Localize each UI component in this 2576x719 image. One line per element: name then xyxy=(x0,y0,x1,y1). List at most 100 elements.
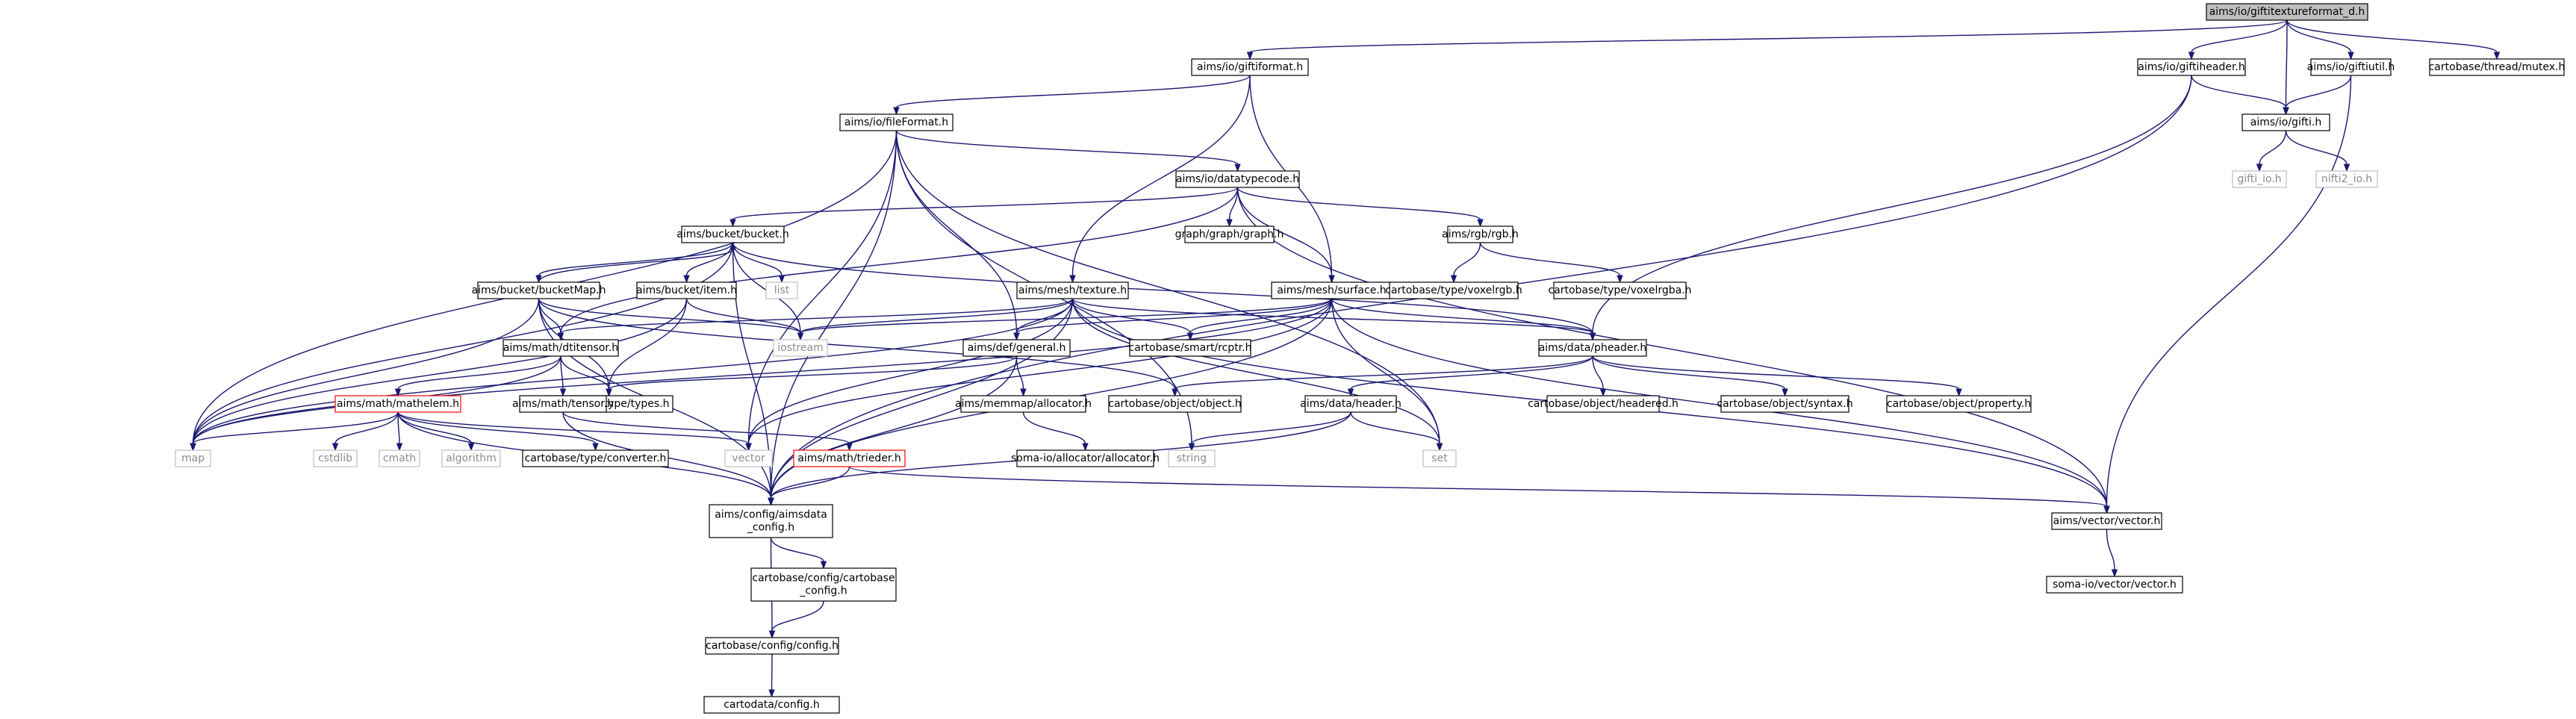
node-label: iostream xyxy=(777,342,824,354)
node-algorithm[interactable]: algorithm xyxy=(441,449,501,467)
node-voxelrgba[interactable]: cartobase/type/voxelrgba.h xyxy=(1548,281,1692,299)
node-label: aims/io/datatypecode.h xyxy=(1176,173,1299,185)
node-box xyxy=(1191,58,1309,76)
edge-pheader-to-syntax xyxy=(1592,355,1788,397)
node-vector-std[interactable]: vector xyxy=(724,449,773,467)
node-box xyxy=(1389,281,1519,299)
node-texture[interactable]: aims/mesh/texture.h xyxy=(1016,281,1129,299)
node-cartodata-config[interactable]: cartodata/config.h xyxy=(703,696,840,714)
edge-dtitensor-to-tensor xyxy=(559,355,567,397)
node-syntax[interactable]: cartobase/object/syntax.h xyxy=(1717,395,1853,413)
node-label: cartobase/config/cartobase xyxy=(752,573,895,585)
node-tensor[interactable]: aims/math/tensor.h xyxy=(512,395,614,413)
node-bucket[interactable]: aims/bucket/bucket.h xyxy=(676,225,789,243)
node-box xyxy=(1553,281,1687,299)
node-label: cmath xyxy=(383,452,416,464)
node-box xyxy=(1184,225,1275,243)
node-gifti-io[interactable]: gifti_io.h xyxy=(2232,170,2287,188)
node-giftiutil[interactable]: aims/io/giftiutil.h xyxy=(2307,58,2395,76)
node-property[interactable]: cartobase/object/property.h xyxy=(1886,395,2032,413)
node-box xyxy=(1538,339,1647,357)
node-voxelrgb[interactable]: cartobase/type/voxelrgb.h xyxy=(1385,281,1522,299)
edge-giftitextureformat-d-to-giftiformat xyxy=(1246,19,2288,60)
node-trieder[interactable]: aims/math/trieder.h xyxy=(793,449,906,467)
edge-rgb-to-voxelrgb xyxy=(1450,242,1481,284)
node-converter[interactable]: cartobase/type/converter.h xyxy=(522,449,669,467)
node-label: cartobase/thread/mutex.h xyxy=(2429,61,2566,73)
node-general[interactable]: aims/def/general.h xyxy=(962,339,1071,357)
node-surface[interactable]: aims/mesh/surface.h xyxy=(1271,281,1393,299)
node-datatypecode[interactable]: aims/io/datatypecode.h xyxy=(1175,170,1300,188)
edge-allocator-to-soma-allocator xyxy=(1022,411,1089,452)
node-mathelem[interactable]: aims/math/mathelem.h xyxy=(335,395,461,413)
node-box xyxy=(705,637,839,655)
node-box xyxy=(1720,395,1849,413)
node-box xyxy=(522,449,669,467)
edge-rgb-to-voxelrgba xyxy=(1479,242,1623,284)
node-label: cartobase/config/config.h xyxy=(706,640,839,652)
node-label: graph/graph/graph.h xyxy=(1175,228,1284,240)
node-allocator[interactable]: aims/memmap/allocator.h xyxy=(955,395,1092,413)
node-giftiheader[interactable]: aims/io/giftiheader.h xyxy=(2137,58,2246,76)
edge-texture-to-dtitensor xyxy=(557,298,1074,341)
node-cartobase-config-cartobase[interactable]: cartobase/config/cartobase_config.h xyxy=(750,567,897,602)
node-soma-vector[interactable]: soma-io/vector/vector.h xyxy=(2046,576,2183,594)
node-object[interactable]: cartobase/object/object.h xyxy=(1108,395,1242,413)
node-box xyxy=(636,281,737,299)
node-graph[interactable]: graph/graph/graph.h xyxy=(1175,225,1284,243)
edge-datatypecode-to-surface xyxy=(1236,187,1335,284)
node-aims-vector[interactable]: aims/vector/vector.h xyxy=(2051,512,2162,530)
node-iostream[interactable]: iostream xyxy=(773,339,828,357)
node-box xyxy=(1447,225,1513,243)
node-rgb[interactable]: aims/rgb/rgb.h xyxy=(1442,225,1519,243)
node-cartobase-config[interactable]: cartobase/config/config.h xyxy=(705,637,839,655)
node-string[interactable]: string xyxy=(1168,449,1216,467)
edge-fileformat-to-general xyxy=(895,130,1020,341)
node-label: aims/bucket/bucketMap.h xyxy=(471,284,606,296)
node-fileformat[interactable]: aims/io/fileFormat.h xyxy=(839,113,953,131)
node-label: aims/def/general.h xyxy=(968,342,1066,354)
node-set[interactable]: set xyxy=(1422,449,1457,467)
node-rcptr[interactable]: cartobase/smart/rcptr.h xyxy=(1129,339,1252,357)
node-box xyxy=(335,395,461,413)
node-box xyxy=(2232,170,2287,188)
node-label: vector xyxy=(732,452,765,464)
node-box xyxy=(709,504,833,538)
node-map[interactable]: map xyxy=(175,449,211,467)
node-cstdlib[interactable]: cstdlib xyxy=(313,449,358,467)
node-box xyxy=(379,449,420,467)
node-box xyxy=(1886,395,2032,413)
node-gifti-h[interactable]: aims/io/gifti.h xyxy=(2241,113,2330,131)
node-label: algorithm xyxy=(446,452,497,464)
node-label: cartobase/type/converter.h xyxy=(525,452,667,464)
node-bucketmap[interactable]: aims/bucket/bucketMap.h xyxy=(471,281,606,299)
node-cmath[interactable]: cmath xyxy=(379,449,420,467)
node-mutex[interactable]: cartobase/thread/mutex.h xyxy=(2429,58,2566,76)
node-list[interactable]: list xyxy=(765,281,798,299)
node-item[interactable]: aims/bucket/item.h xyxy=(636,281,737,299)
node-box xyxy=(750,567,897,602)
node-label: aims/math/dtitensor.h xyxy=(503,342,618,354)
node-headered[interactable]: cartobase/object/headered.h xyxy=(1528,395,1679,413)
node-box xyxy=(703,696,840,714)
node-label: _config.h xyxy=(799,585,847,597)
edge-pheader-to-property xyxy=(1592,355,1962,397)
node-label: aims/math/mathelem.h xyxy=(337,398,459,410)
edge-bucket-to-map xyxy=(190,242,734,452)
edge-giftiheader-to-gifti-h xyxy=(2191,75,2289,116)
node-nifti2-io[interactable]: nifti2_io.h xyxy=(2315,170,2378,188)
edge-dtitensor-to-mathelem xyxy=(394,355,561,397)
node-pheader[interactable]: aims/data/pheader.h xyxy=(1538,339,1647,357)
node-label: set xyxy=(1431,452,1448,464)
node-label: cartobase/smart/rcptr.h xyxy=(1129,342,1252,354)
node-giftiformat[interactable]: aims/io/giftiformat.h xyxy=(1191,58,1309,76)
edge-fileformat-to-datatypecode xyxy=(895,130,1241,172)
node-label: gifti_io.h xyxy=(2237,173,2281,185)
node-dtitensor[interactable]: aims/math/dtitensor.h xyxy=(503,339,619,357)
node-soma-allocator[interactable]: soma-io/allocator/allocator.h xyxy=(1011,449,1160,467)
node-aimsdata-config[interactable]: aims/config/aimsdata_config.h xyxy=(709,504,833,538)
edge-surface-to-pheader xyxy=(1331,298,1596,341)
node-box xyxy=(1016,449,1154,467)
node-header[interactable]: aims/data/header.h xyxy=(1300,395,1401,413)
node-box xyxy=(2241,113,2330,131)
